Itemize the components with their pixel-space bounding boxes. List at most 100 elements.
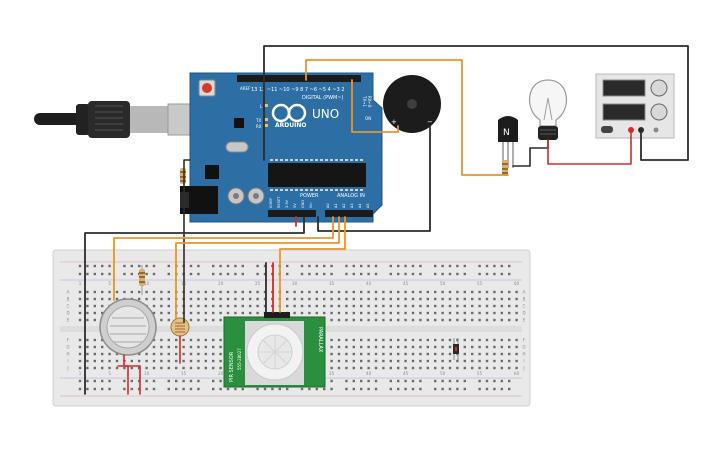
breadboard-hole[interactable] <box>212 379 215 383</box>
breadboard-hole[interactable] <box>226 387 230 391</box>
breadboard-hole[interactable] <box>182 345 185 349</box>
breadboard-hole[interactable] <box>382 297 385 301</box>
breadboard-hole[interactable] <box>330 366 333 370</box>
breadboard-hole[interactable] <box>471 297 474 301</box>
breadboard-hole[interactable] <box>219 304 222 308</box>
positive-terminal[interactable] <box>628 127 634 133</box>
breadboard-hole[interactable] <box>130 264 133 268</box>
breadboard-hole[interactable] <box>434 304 437 308</box>
breadboard-hole[interactable] <box>175 359 178 363</box>
breadboard-hole[interactable] <box>323 304 326 308</box>
breadboard-hole[interactable] <box>256 264 259 268</box>
breadboard-hole[interactable] <box>345 297 348 301</box>
breadboard-hole[interactable] <box>300 272 304 276</box>
breadboard-hole[interactable] <box>101 264 104 268</box>
breadboard-hole[interactable] <box>256 290 259 294</box>
breadboard-hole[interactable] <box>219 345 222 349</box>
breadboard-hole[interactable] <box>485 297 489 301</box>
breadboard-hole[interactable] <box>249 311 252 315</box>
power-supply[interactable] <box>595 73 675 139</box>
breadboard-hole[interactable] <box>337 297 341 301</box>
breadboard-hole[interactable] <box>485 352 489 356</box>
breadboard-hole[interactable] <box>78 304 82 308</box>
breadboard-hole[interactable] <box>286 264 289 268</box>
breadboard-hole[interactable] <box>197 379 200 383</box>
breadboard-hole[interactable] <box>204 304 207 308</box>
breadboard-hole[interactable] <box>241 290 244 294</box>
breadboard-hole[interactable] <box>374 345 378 349</box>
breadboard-hole[interactable] <box>404 318 407 322</box>
breadboard-hole[interactable] <box>411 387 415 391</box>
breadboard-hole[interactable] <box>286 387 289 391</box>
npn-transistor[interactable]: N <box>498 116 518 168</box>
breadboard-hole[interactable] <box>167 366 170 370</box>
breadboard-hole[interactable] <box>382 352 385 356</box>
breadboard-hole[interactable] <box>426 290 429 294</box>
breadboard-hole[interactable] <box>426 345 429 349</box>
breadboard-hole[interactable] <box>226 311 230 315</box>
breadboard-hole[interactable] <box>160 359 163 363</box>
breadboard-hole[interactable] <box>485 379 489 383</box>
breadboard-hole[interactable] <box>182 379 185 383</box>
breadboard-hole[interactable] <box>315 304 318 308</box>
breadboard-hole[interactable] <box>463 345 466 349</box>
breadboard-hole[interactable] <box>515 345 518 349</box>
breadboard-hole[interactable] <box>471 366 474 370</box>
breadboard-hole[interactable] <box>478 304 481 308</box>
breadboard-hole[interactable] <box>167 297 170 301</box>
breadboard-hole[interactable] <box>404 345 407 349</box>
breadboard-hole[interactable] <box>419 272 422 276</box>
breadboard-hole[interactable] <box>500 345 503 349</box>
breadboard-hole[interactable] <box>493 264 496 268</box>
breadboard-hole[interactable] <box>86 318 89 322</box>
breadboard-hole[interactable] <box>197 387 200 391</box>
breadboard-hole[interactable] <box>123 290 126 294</box>
breadboard-hole[interactable] <box>360 338 363 342</box>
breadboard-hole[interactable] <box>448 272 452 276</box>
breadboard-hole[interactable] <box>367 379 370 383</box>
breadboard-hole[interactable] <box>456 379 459 383</box>
breadboard-hole[interactable] <box>448 345 452 349</box>
breadboard-hole[interactable] <box>360 264 363 268</box>
breadboard-hole[interactable] <box>212 264 215 268</box>
breadboard-hole[interactable] <box>204 318 207 322</box>
breadboard-hole[interactable] <box>315 387 318 391</box>
breadboard-hole[interactable] <box>300 297 304 301</box>
breadboard-hole[interactable] <box>300 304 304 308</box>
breadboard-hole[interactable] <box>212 297 215 301</box>
breadboard-hole[interactable] <box>500 366 503 370</box>
breadboard-hole[interactable] <box>189 318 193 322</box>
breadboard-hole[interactable] <box>352 359 355 363</box>
breadboard-hole[interactable] <box>330 387 333 391</box>
breadboard-hole[interactable] <box>256 272 259 276</box>
breadboard-hole[interactable] <box>419 359 422 363</box>
breadboard-hole[interactable] <box>345 379 348 383</box>
breadboard-hole[interactable] <box>389 304 392 308</box>
breadboard-hole[interactable] <box>478 318 481 322</box>
breadboard-hole[interactable] <box>463 264 466 268</box>
breadboard-hole[interactable] <box>360 379 363 383</box>
breadboard-hole[interactable] <box>123 272 126 276</box>
breadboard-hole[interactable] <box>226 290 230 294</box>
breadboard-hole[interactable] <box>485 345 489 349</box>
breadboard-hole[interactable] <box>515 297 518 301</box>
breadboard-hole[interactable] <box>130 272 133 276</box>
breadboard-hole[interactable] <box>330 338 333 342</box>
light-bulb[interactable] <box>528 79 568 140</box>
breadboard-hole[interactable] <box>226 272 230 276</box>
breadboard-hole[interactable] <box>93 304 96 308</box>
breadboard-hole[interactable] <box>263 304 267 308</box>
breadboard-hole[interactable] <box>130 379 133 383</box>
breadboard-hole[interactable] <box>152 379 156 383</box>
breadboard-hole[interactable] <box>167 338 170 342</box>
breadboard-hole[interactable] <box>219 272 222 276</box>
breadboard-hole[interactable] <box>108 272 111 276</box>
breadboard-hole[interactable] <box>160 290 163 294</box>
voltage-knob[interactable] <box>650 79 668 97</box>
breadboard-hole[interactable] <box>345 338 348 342</box>
breadboard-hole[interactable] <box>115 290 119 294</box>
breadboard-hole[interactable] <box>374 290 378 294</box>
breadboard-hole[interactable] <box>219 264 222 268</box>
breadboard-hole[interactable] <box>419 345 422 349</box>
breadboard-hole[interactable] <box>382 311 385 315</box>
